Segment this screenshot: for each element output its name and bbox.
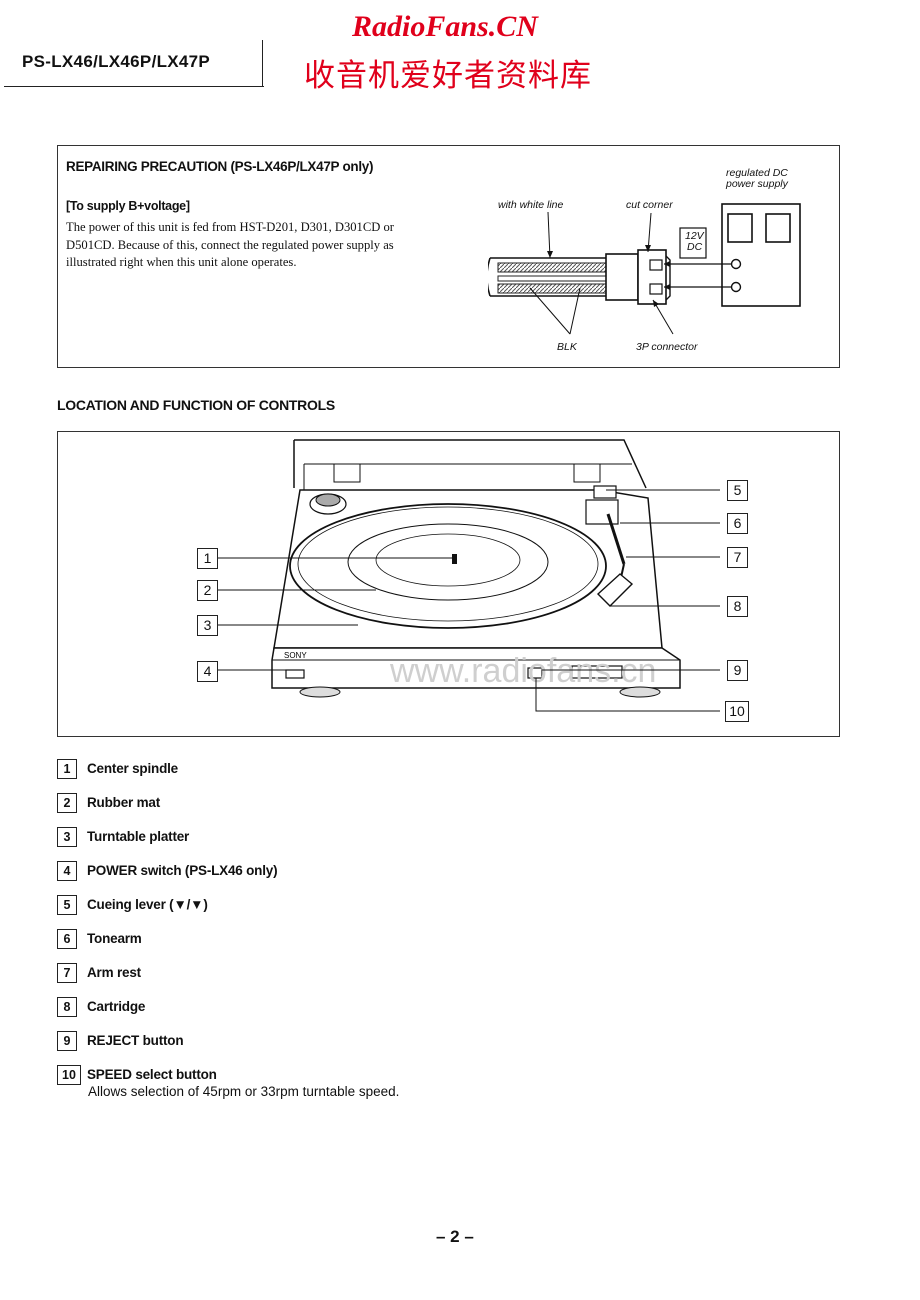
connector-body: [605, 253, 639, 301]
repair-subtitle: [To supply B+voltage]: [66, 199, 190, 213]
list-label: SPEED select button: [87, 1067, 217, 1082]
list-label: REJECT button: [87, 1033, 184, 1048]
repair-title: REPAIRING PRECAUTION (PS-LX46P/LX47P onl…: [66, 159, 374, 174]
callout-3: 3: [197, 615, 218, 636]
list-label: Rubber mat: [87, 795, 161, 810]
list-number: 3: [57, 827, 77, 847]
center-spindle: [452, 554, 457, 564]
label-power-supply: power supply: [726, 178, 788, 190]
terminal-plus: [730, 258, 742, 270]
terminal-minus: [730, 281, 742, 293]
watermark: www.radiofans.cn: [389, 652, 656, 690]
reject-button: [527, 667, 543, 679]
callout-1: 1: [197, 548, 218, 569]
cable-wire-3: [497, 283, 607, 294]
platter-edge: [289, 503, 607, 629]
list-label: Cueing lever (▼/▼): [87, 897, 208, 912]
controls-title: LOCATION AND FUNCTION OF CONTROLS: [57, 397, 335, 413]
connector-head: [637, 249, 667, 305]
repair-body: The power of this unit is fed from HST-D…: [66, 220, 394, 269]
site-name-cn: 收音机爱好者资料库: [304, 58, 592, 93]
turntable-illustration: SONY www.radiofans.cn: [218, 439, 720, 712]
label-with-white-line: with white line: [498, 199, 564, 211]
voltage-box: [679, 227, 707, 259]
controls-box: [57, 431, 840, 737]
list-number: 10: [57, 1065, 81, 1085]
callout-6: 6: [727, 513, 748, 534]
list-number: 7: [57, 963, 77, 983]
callout-7: 7: [727, 547, 748, 568]
rubber-mat: [347, 523, 549, 601]
page-number: – 2 –: [436, 1227, 474, 1246]
label-dc: DC: [687, 241, 703, 253]
cartridge: [596, 573, 634, 607]
site-name: RadioFans.CN: [352, 10, 538, 43]
cable-wire-2: [497, 275, 607, 282]
list-number: 8: [57, 997, 77, 1017]
cable-outline: [490, 257, 606, 297]
callout-5: 5: [727, 480, 748, 501]
repair-box: [57, 145, 840, 368]
list-number: 6: [57, 929, 77, 949]
list-label: POWER switch (PS-LX46 only): [87, 863, 278, 878]
callout-10: 10: [725, 701, 749, 722]
list-label: Cartridge: [87, 999, 146, 1014]
model-title: PS-LX46/LX46P/LX47P: [22, 52, 211, 71]
list-number: 1: [57, 759, 77, 779]
cable-wire-1: [497, 262, 607, 273]
speed-description: Allows selection of 45rpm or 33rpm turnt…: [88, 1084, 400, 1099]
label-cut-corner: cut corner: [626, 199, 673, 211]
list-number: 2: [57, 793, 77, 813]
list-number: 4: [57, 861, 77, 881]
list-label: Arm rest: [87, 965, 141, 980]
callout-4: 4: [197, 661, 218, 682]
tonearm: [606, 513, 626, 565]
list-label: Tonearm: [87, 931, 142, 946]
label-blk: BLK: [557, 341, 577, 353]
speed-button: [571, 665, 623, 679]
header-rule: [4, 86, 264, 87]
callout-9: 9: [727, 660, 748, 681]
label-regulated-dc: regulated DC: [726, 167, 788, 179]
label-12v: 12V: [685, 230, 704, 242]
list-label: Center spindle: [87, 761, 178, 776]
list-number: 5: [57, 895, 77, 915]
callout-2: 2: [197, 580, 218, 601]
header-tick: [262, 40, 263, 86]
list-number: 9: [57, 1031, 77, 1051]
power-supply-diagram: [488, 203, 801, 335]
callout-8: 8: [727, 596, 748, 617]
list-label: Turntable platter: [87, 829, 190, 844]
power-switch: [285, 669, 305, 679]
brand-text: SONY: [284, 651, 307, 660]
label-3p-connector: 3P connector: [636, 341, 698, 353]
